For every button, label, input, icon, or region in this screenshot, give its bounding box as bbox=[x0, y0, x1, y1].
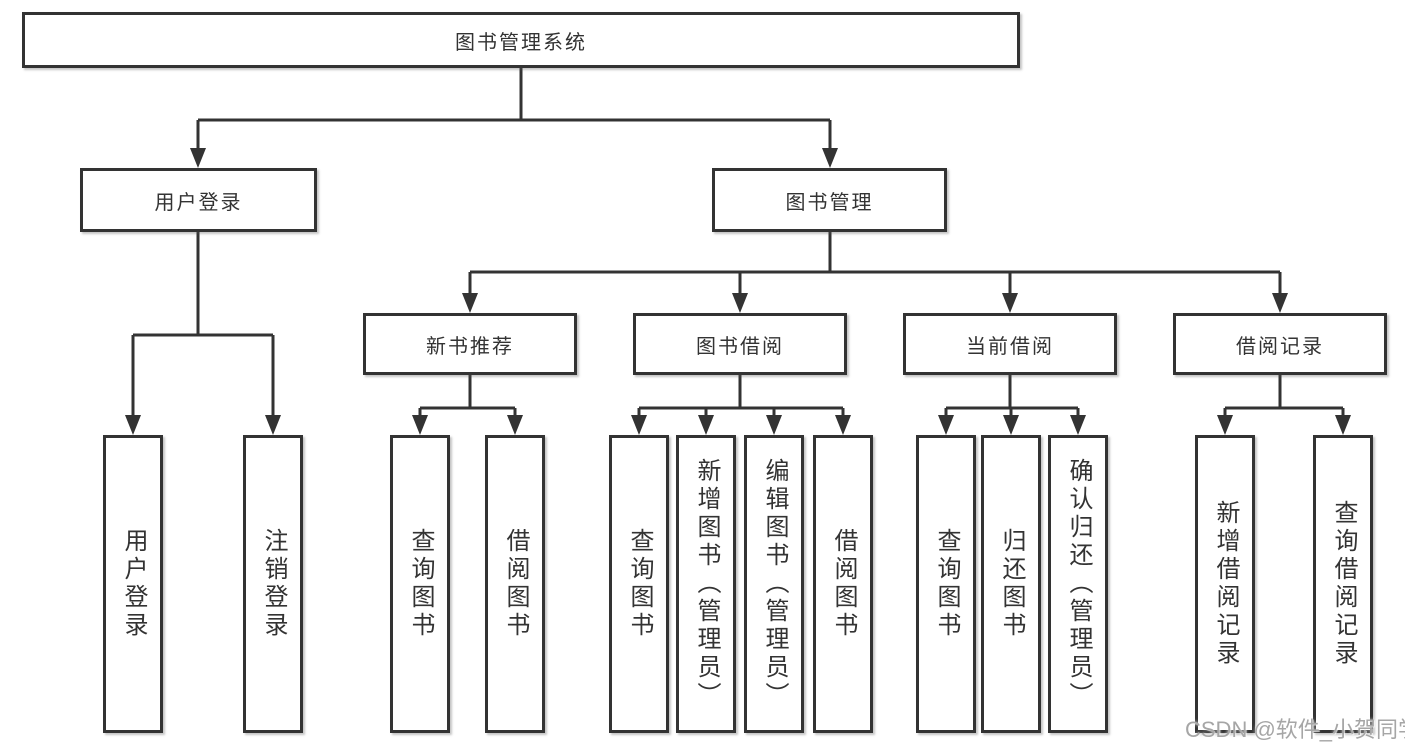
node-current-borrow: 当前借阅 bbox=[903, 313, 1117, 375]
leaf-add-book-admin: 新增图书（管理员） bbox=[676, 435, 736, 733]
arrow-down-icon bbox=[1003, 415, 1019, 435]
leaf-add-borrow-record: 新增借阅记录 bbox=[1195, 435, 1255, 733]
arrow-down-icon bbox=[631, 415, 647, 435]
arrow-down-icon bbox=[732, 293, 748, 313]
leaf-query-book-newbook: 查询图书 bbox=[390, 435, 450, 733]
arrow-down-icon bbox=[1002, 293, 1018, 313]
node-root-label: 图书管理系统 bbox=[455, 31, 587, 54]
leaf-query-borrow-record-label: 查询借阅记录 bbox=[1330, 500, 1357, 668]
node-book-borrow: 图书借阅 bbox=[633, 313, 847, 375]
node-user-login: 用户登录 bbox=[80, 168, 317, 232]
leaf-query-book-newbook-label: 查询图书 bbox=[407, 528, 434, 640]
leaf-return-book-label: 归还图书 bbox=[998, 528, 1025, 640]
node-new-book-recommend: 新书推荐 bbox=[363, 313, 577, 375]
arrow-down-icon bbox=[190, 148, 206, 168]
arrow-down-icon bbox=[822, 148, 838, 168]
connector-current-borrow-children bbox=[938, 375, 1086, 435]
arrow-down-icon bbox=[938, 415, 954, 435]
leaf-query-book-borrow-label: 查询图书 bbox=[626, 528, 653, 640]
leaf-query-book-current: 查询图书 bbox=[916, 435, 976, 733]
leaf-borrow-book-label: 借阅图书 bbox=[830, 528, 857, 640]
leaf-query-borrow-record: 查询借阅记录 bbox=[1313, 435, 1373, 733]
node-borrow-record: 借阅记录 bbox=[1173, 313, 1387, 375]
arrow-down-icon bbox=[766, 415, 782, 435]
node-book-borrow-label: 图书借阅 bbox=[696, 335, 784, 358]
arrow-down-icon bbox=[835, 415, 851, 435]
leaf-query-book-current-label: 查询图书 bbox=[933, 528, 960, 640]
node-user-login-label: 用户登录 bbox=[154, 191, 243, 214]
leaf-add-borrow-record-label: 新增借阅记录 bbox=[1212, 500, 1239, 668]
arrow-down-icon bbox=[1335, 415, 1351, 435]
arrow-down-icon bbox=[1272, 293, 1288, 313]
connector-book-borrow-children bbox=[631, 375, 851, 435]
connector-user-login-children bbox=[125, 232, 281, 435]
connector-borrow-record-children bbox=[1217, 375, 1351, 435]
node-current-borrow-label: 当前借阅 bbox=[966, 335, 1054, 358]
arrow-down-icon bbox=[1070, 415, 1086, 435]
arrow-down-icon bbox=[125, 415, 141, 435]
leaf-user-login: 用户登录 bbox=[103, 435, 163, 733]
connector-book-mgmt-to-level3 bbox=[462, 232, 1288, 313]
node-root: 图书管理系统 bbox=[22, 12, 1020, 68]
leaf-logout-label: 注销登录 bbox=[260, 528, 287, 640]
node-borrow-record-label: 借阅记录 bbox=[1236, 335, 1324, 358]
leaf-logout: 注销登录 bbox=[243, 435, 303, 733]
leaf-edit-book-admin-label: 编辑图书（管理员） bbox=[761, 458, 788, 710]
leaf-query-book-borrow: 查询图书 bbox=[609, 435, 669, 733]
leaf-user-login-label: 用户登录 bbox=[120, 528, 147, 640]
node-new-book-recommend-label: 新书推荐 bbox=[426, 335, 514, 358]
arrow-down-icon bbox=[265, 415, 281, 435]
arrow-down-icon bbox=[412, 415, 428, 435]
node-book-management-label: 图书管理 bbox=[785, 191, 874, 214]
leaf-borrow-book: 借阅图书 bbox=[813, 435, 873, 733]
connector-root-to-level2 bbox=[190, 68, 838, 168]
node-book-management: 图书管理 bbox=[712, 168, 947, 232]
leaf-borrow-book-newbook: 借阅图书 bbox=[485, 435, 545, 733]
arrow-down-icon bbox=[698, 415, 714, 435]
leaf-add-book-admin-label: 新增图书（管理员） bbox=[693, 458, 720, 710]
arrow-down-icon bbox=[462, 293, 478, 313]
leaf-confirm-return-admin: 确认归还（管理员） bbox=[1048, 435, 1108, 733]
leaf-borrow-book-newbook-label: 借阅图书 bbox=[502, 528, 529, 640]
arrow-down-icon bbox=[507, 415, 523, 435]
leaf-confirm-return-admin-label: 确认归还（管理员） bbox=[1065, 458, 1092, 710]
leaf-edit-book-admin: 编辑图书（管理员） bbox=[744, 435, 804, 733]
connector-new-book-children bbox=[412, 375, 523, 435]
leaf-return-book: 归还图书 bbox=[981, 435, 1041, 733]
arrow-down-icon bbox=[1217, 415, 1233, 435]
csdn-watermark: CSDN @软件_小贺同学 bbox=[1185, 717, 1405, 742]
